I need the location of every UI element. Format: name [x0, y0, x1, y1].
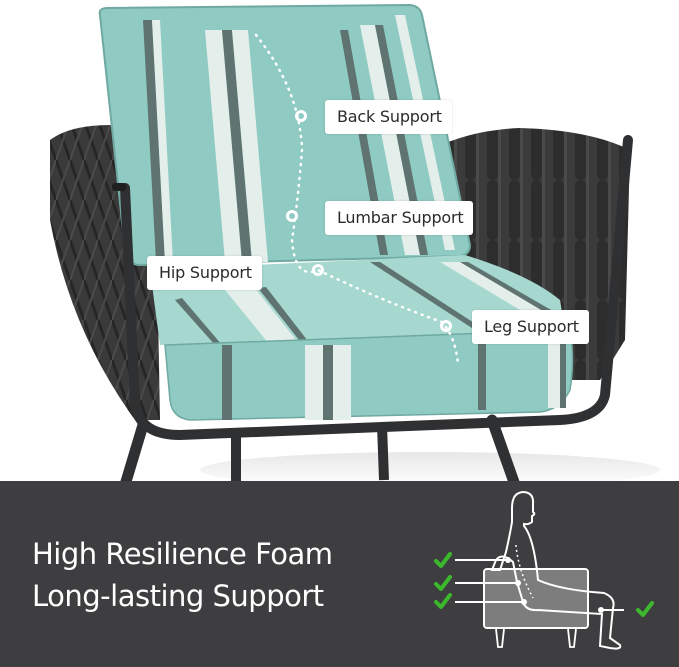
headline-line-1: High Resilience Foam	[32, 537, 333, 571]
product-photo: Back Support Lumbar Support Hip Support …	[50, 3, 660, 481]
leg-support-callout: Leg Support	[472, 310, 589, 344]
checkmark-icon	[434, 552, 654, 617]
seated-person-on-sofa-icon	[434, 490, 654, 650]
back-support-callout: Back Support	[325, 100, 452, 134]
seated-support-diagram	[420, 490, 679, 660]
feature-headline: High Resilience Foam Long-lasting Suppor…	[32, 533, 333, 617]
armchair-illustration	[50, 3, 660, 481]
headline-line-2: Long-lasting Support	[32, 579, 324, 613]
lumbar-support-callout: Lumbar Support	[325, 201, 474, 235]
hip-support-callout: Hip Support	[147, 256, 262, 290]
